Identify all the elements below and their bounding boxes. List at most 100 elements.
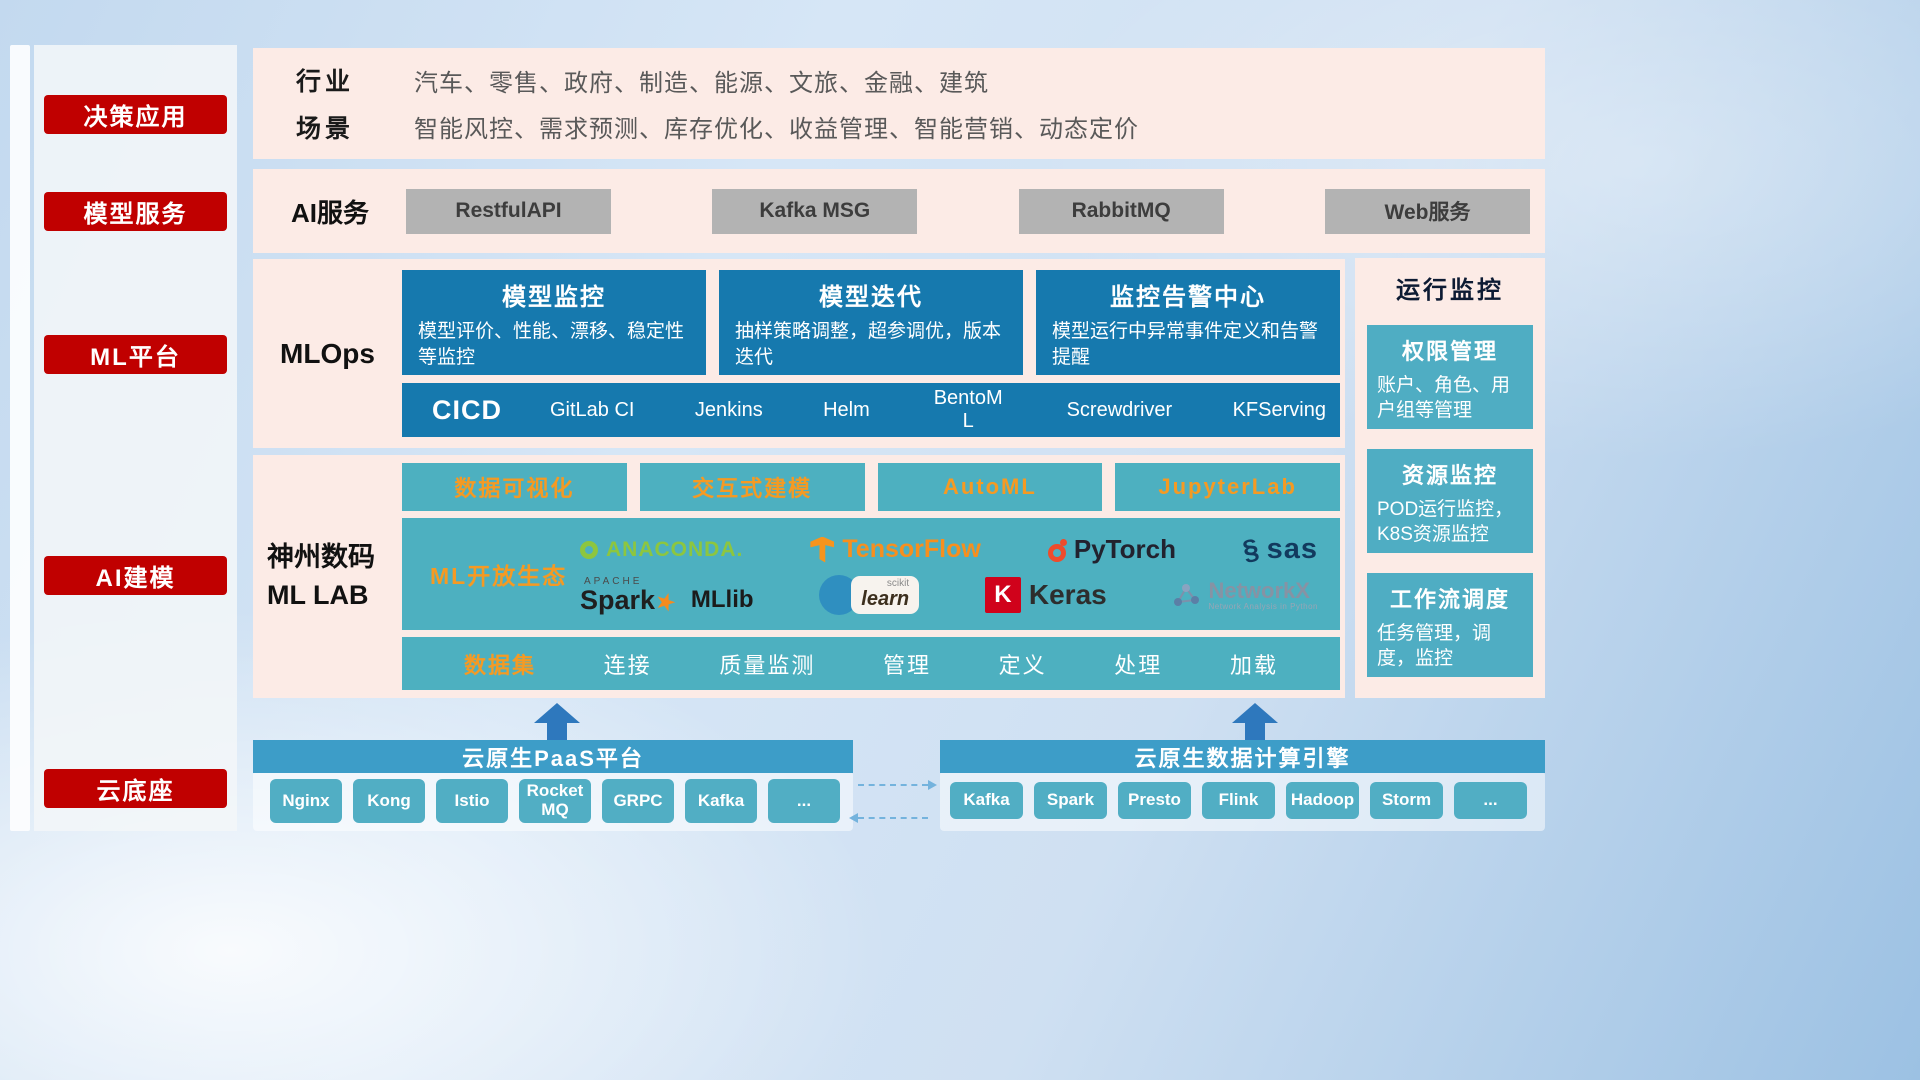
dataset-item-connect: 连接 bbox=[603, 652, 652, 678]
industry-band: 行业 汽车、零售、政府、制造、能源、文旅、金融、建筑 场景 智能风控、需求预测、… bbox=[253, 48, 1545, 159]
scenario-values: 智能风控、需求预测、库存优化、收益管理、智能营销、动态定价 bbox=[414, 116, 1139, 144]
mllab-label-line2: ML LAB bbox=[267, 579, 369, 610]
card-title: 模型监控 bbox=[502, 284, 606, 311]
card-model-iteration: 模型迭代 抽样策略调整，超参调优，版本迭代 bbox=[719, 270, 1023, 375]
sidebar-item-ai-modeling[interactable]: AI建模 bbox=[44, 556, 227, 595]
cicd-items: GitLab CI Jenkins Helm BentoML Screwdriv… bbox=[550, 387, 1326, 433]
ai-service-buttons: RestfulAPI Kafka MSG RabbitMQ Web服务 bbox=[406, 188, 1530, 234]
cicd-item-gitlab-ci: GitLab CI bbox=[550, 398, 635, 421]
mllab-tools: 数据可视化 交互式建模 AutoML JupyterLab bbox=[402, 463, 1340, 511]
anaconda-wordmark: ANACONDA. bbox=[606, 537, 744, 561]
dataset-item-manage: 管理 bbox=[882, 652, 931, 678]
tool-jupyterlab[interactable]: JupyterLab bbox=[1115, 463, 1340, 511]
tensorflow-wordmark: TensorFlow bbox=[842, 535, 981, 563]
tool-interactive-modeling[interactable]: 交互式建模 bbox=[639, 463, 865, 511]
chip-more[interactable]: ... bbox=[1454, 782, 1527, 819]
anaconda-logo: ANACONDA. bbox=[580, 538, 743, 562]
scikit-learn-logo: scikit learn bbox=[819, 575, 920, 615]
cicd-item-jenkins: Jenkins bbox=[694, 398, 763, 421]
scenario-label: 场景 bbox=[296, 114, 355, 143]
ai-service-button-rabbitmq[interactable]: RabbitMQ bbox=[1018, 188, 1224, 234]
monitor-box-resources: 资源监控 POD运行监控，K8S资源监控 bbox=[1367, 449, 1533, 553]
chip-kafka[interactable]: Kafka bbox=[685, 779, 757, 823]
sidebar-item-model-service[interactable]: 模型服务 bbox=[44, 192, 227, 231]
monitor-box-permissions: 权限管理 账户、角色、用户组等管理 bbox=[1367, 325, 1533, 429]
card-desc: 抽样策略调整，超参调优，版本迭代 bbox=[735, 321, 1002, 368]
cicd-bar: CICD GitLab CI Jenkins Helm BentoML Scre… bbox=[402, 383, 1340, 437]
networkx-wordmark: NetworkX Network Analysis in Python bbox=[1208, 577, 1318, 612]
chip-kong[interactable]: Kong bbox=[353, 779, 425, 823]
dataset-label: 数据集 bbox=[464, 652, 537, 678]
card-desc: 模型评价、性能、漂移、稳定性等监控 bbox=[418, 321, 685, 368]
pytorch-icon bbox=[1047, 538, 1067, 562]
apache-caption: APACHE bbox=[584, 575, 643, 587]
left-accent-strip bbox=[10, 45, 30, 831]
cicd-label: CICD bbox=[432, 394, 502, 425]
keras-icon: K bbox=[984, 577, 1021, 613]
spark-text: Spark★ bbox=[580, 584, 678, 616]
dataset-item-load: 加载 bbox=[1229, 652, 1278, 678]
card-model-monitoring: 模型监控 模型评价、性能、漂移、稳定性等监控 bbox=[402, 270, 706, 375]
up-arrow-left bbox=[534, 703, 580, 741]
chip-rocketmq[interactable]: RocketMQ bbox=[519, 779, 591, 823]
ml-ecosystem-logos: ANACONDA. TensorFlow PyTorch § sas bbox=[580, 532, 1340, 616]
card-desc: 模型运行中异常事件定义和告警提醒 bbox=[1052, 321, 1319, 368]
monitor-box-desc: POD运行监控，K8S资源监控 bbox=[1377, 499, 1514, 546]
keras-logo: K Keras bbox=[984, 577, 1107, 613]
ai-service-button-restfulapi[interactable]: RestfulAPI bbox=[406, 188, 611, 234]
chip-flink[interactable]: Flink bbox=[1202, 782, 1275, 819]
sidebar-item-cloud-base[interactable]: 云底座 bbox=[44, 769, 227, 808]
pytorch-wordmark: PyTorch bbox=[1073, 534, 1176, 564]
engine-chips: Kafka Spark Presto Flink Hadoop Storm ..… bbox=[950, 782, 1527, 819]
spark-mllib-logo: APACHE Spark★ MLlib bbox=[580, 575, 754, 616]
chip-kafka[interactable]: Kafka bbox=[950, 782, 1023, 819]
paas-bar: 云原生PaaS平台 bbox=[253, 740, 853, 773]
spark-wordmark: APACHE Spark★ bbox=[580, 575, 678, 616]
dashed-arrow-right-icon bbox=[858, 780, 937, 790]
chip-nginx[interactable]: Nginx bbox=[270, 779, 342, 823]
chip-presto[interactable]: Presto bbox=[1118, 782, 1191, 819]
runtime-monitor-column: 运行监控 权限管理 账户、角色、用户组等管理 资源监控 POD运行监控，K8S资… bbox=[1355, 258, 1545, 698]
networkx-logo: NetworkX Network Analysis in Python bbox=[1172, 577, 1318, 612]
dataset-item-quality: 质量监测 bbox=[719, 652, 816, 678]
arrow-stem bbox=[1245, 723, 1265, 741]
dataset-item-process: 处理 bbox=[1114, 652, 1163, 678]
industry-values: 汽车、零售、政府、制造、能源、文旅、金融、建筑 bbox=[414, 69, 989, 97]
networkx-text: NetworkX bbox=[1208, 577, 1310, 603]
tool-data-visualization[interactable]: 数据可视化 bbox=[402, 463, 627, 511]
logo-row-1: ANACONDA. TensorFlow PyTorch § sas bbox=[580, 532, 1318, 566]
chip-more[interactable]: ... bbox=[768, 779, 840, 823]
industry-label: 行业 bbox=[296, 68, 355, 97]
mlops-content: 模型监控 模型评价、性能、漂移、稳定性等监控 模型迭代 抽样策略调整，超参调优，… bbox=[402, 259, 1345, 448]
cicd-item-screwdriver: Screwdriver bbox=[1066, 398, 1173, 421]
mllab-label: 神州数码 ML LAB bbox=[253, 455, 402, 698]
spark-star-icon: ★ bbox=[652, 588, 678, 616]
mllab-content: 数据可视化 交互式建模 AutoML JupyterLab ML开放生态 ANA… bbox=[402, 455, 1345, 698]
monitor-box-title: 权限管理 bbox=[1401, 339, 1498, 364]
tensorflow-logo: TensorFlow bbox=[810, 535, 981, 564]
chip-hadoop[interactable]: Hadoop bbox=[1286, 782, 1359, 819]
arrow-head bbox=[534, 703, 580, 723]
keras-wordmark: Keras bbox=[1028, 579, 1107, 610]
scikit-wordmark: scikit learn bbox=[851, 576, 920, 614]
arrow-stem bbox=[547, 723, 567, 741]
tool-automl[interactable]: AutoML bbox=[877, 463, 1103, 511]
ml-ecosystem-block: ML开放生态 ANACONDA. TensorFlow PyTorch bbox=[402, 518, 1340, 630]
ai-service-button-web[interactable]: Web服务 bbox=[1324, 188, 1530, 234]
chip-istio[interactable]: Istio bbox=[436, 779, 508, 823]
ai-service-button-kafka-msg[interactable]: Kafka MSG bbox=[712, 188, 918, 234]
chip-spark[interactable]: Spark bbox=[1034, 782, 1107, 819]
card-title: 监控告警中心 bbox=[1110, 284, 1266, 311]
mllib-wordmark: MLlib bbox=[690, 585, 754, 613]
chip-storm[interactable]: Storm bbox=[1370, 782, 1443, 819]
chip-grpc[interactable]: GRPC bbox=[602, 779, 674, 823]
mlops-label: MLOps bbox=[280, 337, 375, 369]
tensorflow-icon bbox=[810, 536, 835, 563]
industry-row: 行业 汽车、零售、政府、制造、能源、文旅、金融、建筑 bbox=[253, 62, 1545, 98]
logo-row-2: APACHE Spark★ MLlib scikit learn K bbox=[580, 575, 1318, 616]
cicd-item-helm: Helm bbox=[823, 398, 870, 421]
networkx-icon bbox=[1174, 583, 1200, 606]
sidebar-item-decision-app[interactable]: 决策应用 bbox=[44, 95, 227, 134]
ai-service-band: AI服务 RestfulAPI Kafka MSG RabbitMQ Web服务 bbox=[253, 169, 1545, 253]
sidebar-item-ml-platform[interactable]: ML平台 bbox=[44, 335, 227, 374]
